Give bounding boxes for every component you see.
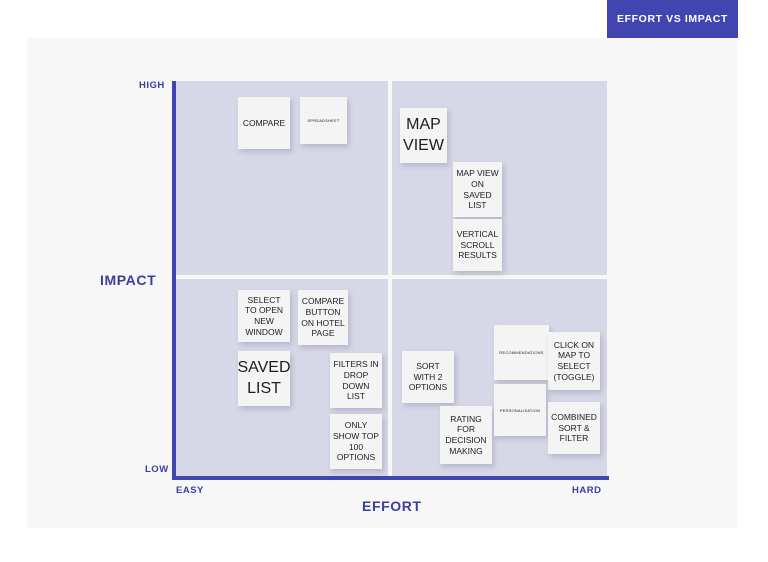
sticky-note-label: CLICK ON MAP TO SELECT (TOGGLE) <box>553 339 595 382</box>
sticky-note-label: COMBINED SORT & FILTER <box>551 412 597 444</box>
sticky-note-label: SELECT TO OPEN NEW WINDOW <box>244 294 284 337</box>
sticky-note-label: SAVED LIST <box>237 358 291 397</box>
sticky-note-sort-with-2-options[interactable]: SORT WITH 2 OPTIONS <box>402 351 454 403</box>
sticky-note-combined-sort-filter[interactable]: COMBINED SORT & FILTER <box>548 402 600 454</box>
x-axis-line <box>172 476 609 480</box>
y-axis-line <box>172 81 176 480</box>
sticky-note-map-view-on-saved-list[interactable]: MAP VIEW ON SAVED LIST <box>453 162 502 217</box>
y-axis-max-label: HIGH <box>139 80 165 91</box>
sticky-note-rating-for-decision[interactable]: RATING FOR DECISION MAKING <box>440 406 492 464</box>
sticky-note-label: SORT WITH 2 OPTIONS <box>408 361 448 393</box>
sticky-note-select-to-open-new-window[interactable]: SELECT TO OPEN NEW WINDOW <box>238 290 290 342</box>
header-banner: EFFORT VS IMPACT <box>607 0 738 38</box>
sticky-note-filters-in-drop-down[interactable]: FILTERS IN DROP DOWN LIST <box>330 353 382 408</box>
sticky-note-label: MAP VIEW ON SAVED LIST <box>456 168 499 211</box>
sticky-note-label: COMPARE BUTTON ON HOTEL PAGE <box>301 296 345 339</box>
sticky-note-only-show-top-100[interactable]: ONLY SHOW TOP 100 OPTIONS <box>330 414 382 469</box>
sticky-note-label: FILTERS IN DROP DOWN LIST <box>333 359 379 402</box>
page-title: EFFORT VS IMPACT <box>617 13 728 25</box>
sticky-note-compare[interactable]: COMPARE <box>238 97 290 149</box>
sticky-note-label: SPREADSHEET <box>307 118 340 123</box>
sticky-note-spreadsheet[interactable]: SPREADSHEET <box>300 97 347 144</box>
sticky-note-label: MAP VIEW <box>403 115 444 154</box>
sticky-note-label: VERTICAL SCROLL RESULTS <box>456 229 499 261</box>
sticky-note-compare-button-hotel[interactable]: COMPARE BUTTON ON HOTEL PAGE <box>298 290 348 345</box>
x-axis-min-label: EASY <box>176 485 204 496</box>
sticky-note-recommendations[interactable]: RECOMMENDATIONS <box>494 325 549 380</box>
y-axis-title: IMPACT <box>100 272 157 288</box>
sticky-note-label: RECOMMENDATIONS <box>499 350 544 355</box>
sticky-note-saved-list[interactable]: SAVED LIST <box>237 351 291 406</box>
sticky-note-label: RATING FOR DECISION MAKING <box>445 413 487 456</box>
sticky-note-label: PERSONALISATION <box>499 407 541 413</box>
x-axis-max-label: HARD <box>572 485 602 496</box>
sticky-note-vertical-scroll-results[interactable]: VERTICAL SCROLL RESULTS <box>453 219 502 271</box>
sticky-note-personalisation[interactable]: PERSONALISATION <box>494 384 546 436</box>
sticky-note-map-view[interactable]: MAP VIEW <box>400 108 447 163</box>
x-axis-title: EFFORT <box>362 498 422 514</box>
y-axis-min-label: LOW <box>145 464 169 475</box>
sticky-note-label: COMPARE <box>242 117 286 128</box>
sticky-note-click-on-map-to-select[interactable]: CLICK ON MAP TO SELECT (TOGGLE) <box>548 332 600 390</box>
sticky-note-label: ONLY SHOW TOP 100 OPTIONS <box>333 420 379 463</box>
